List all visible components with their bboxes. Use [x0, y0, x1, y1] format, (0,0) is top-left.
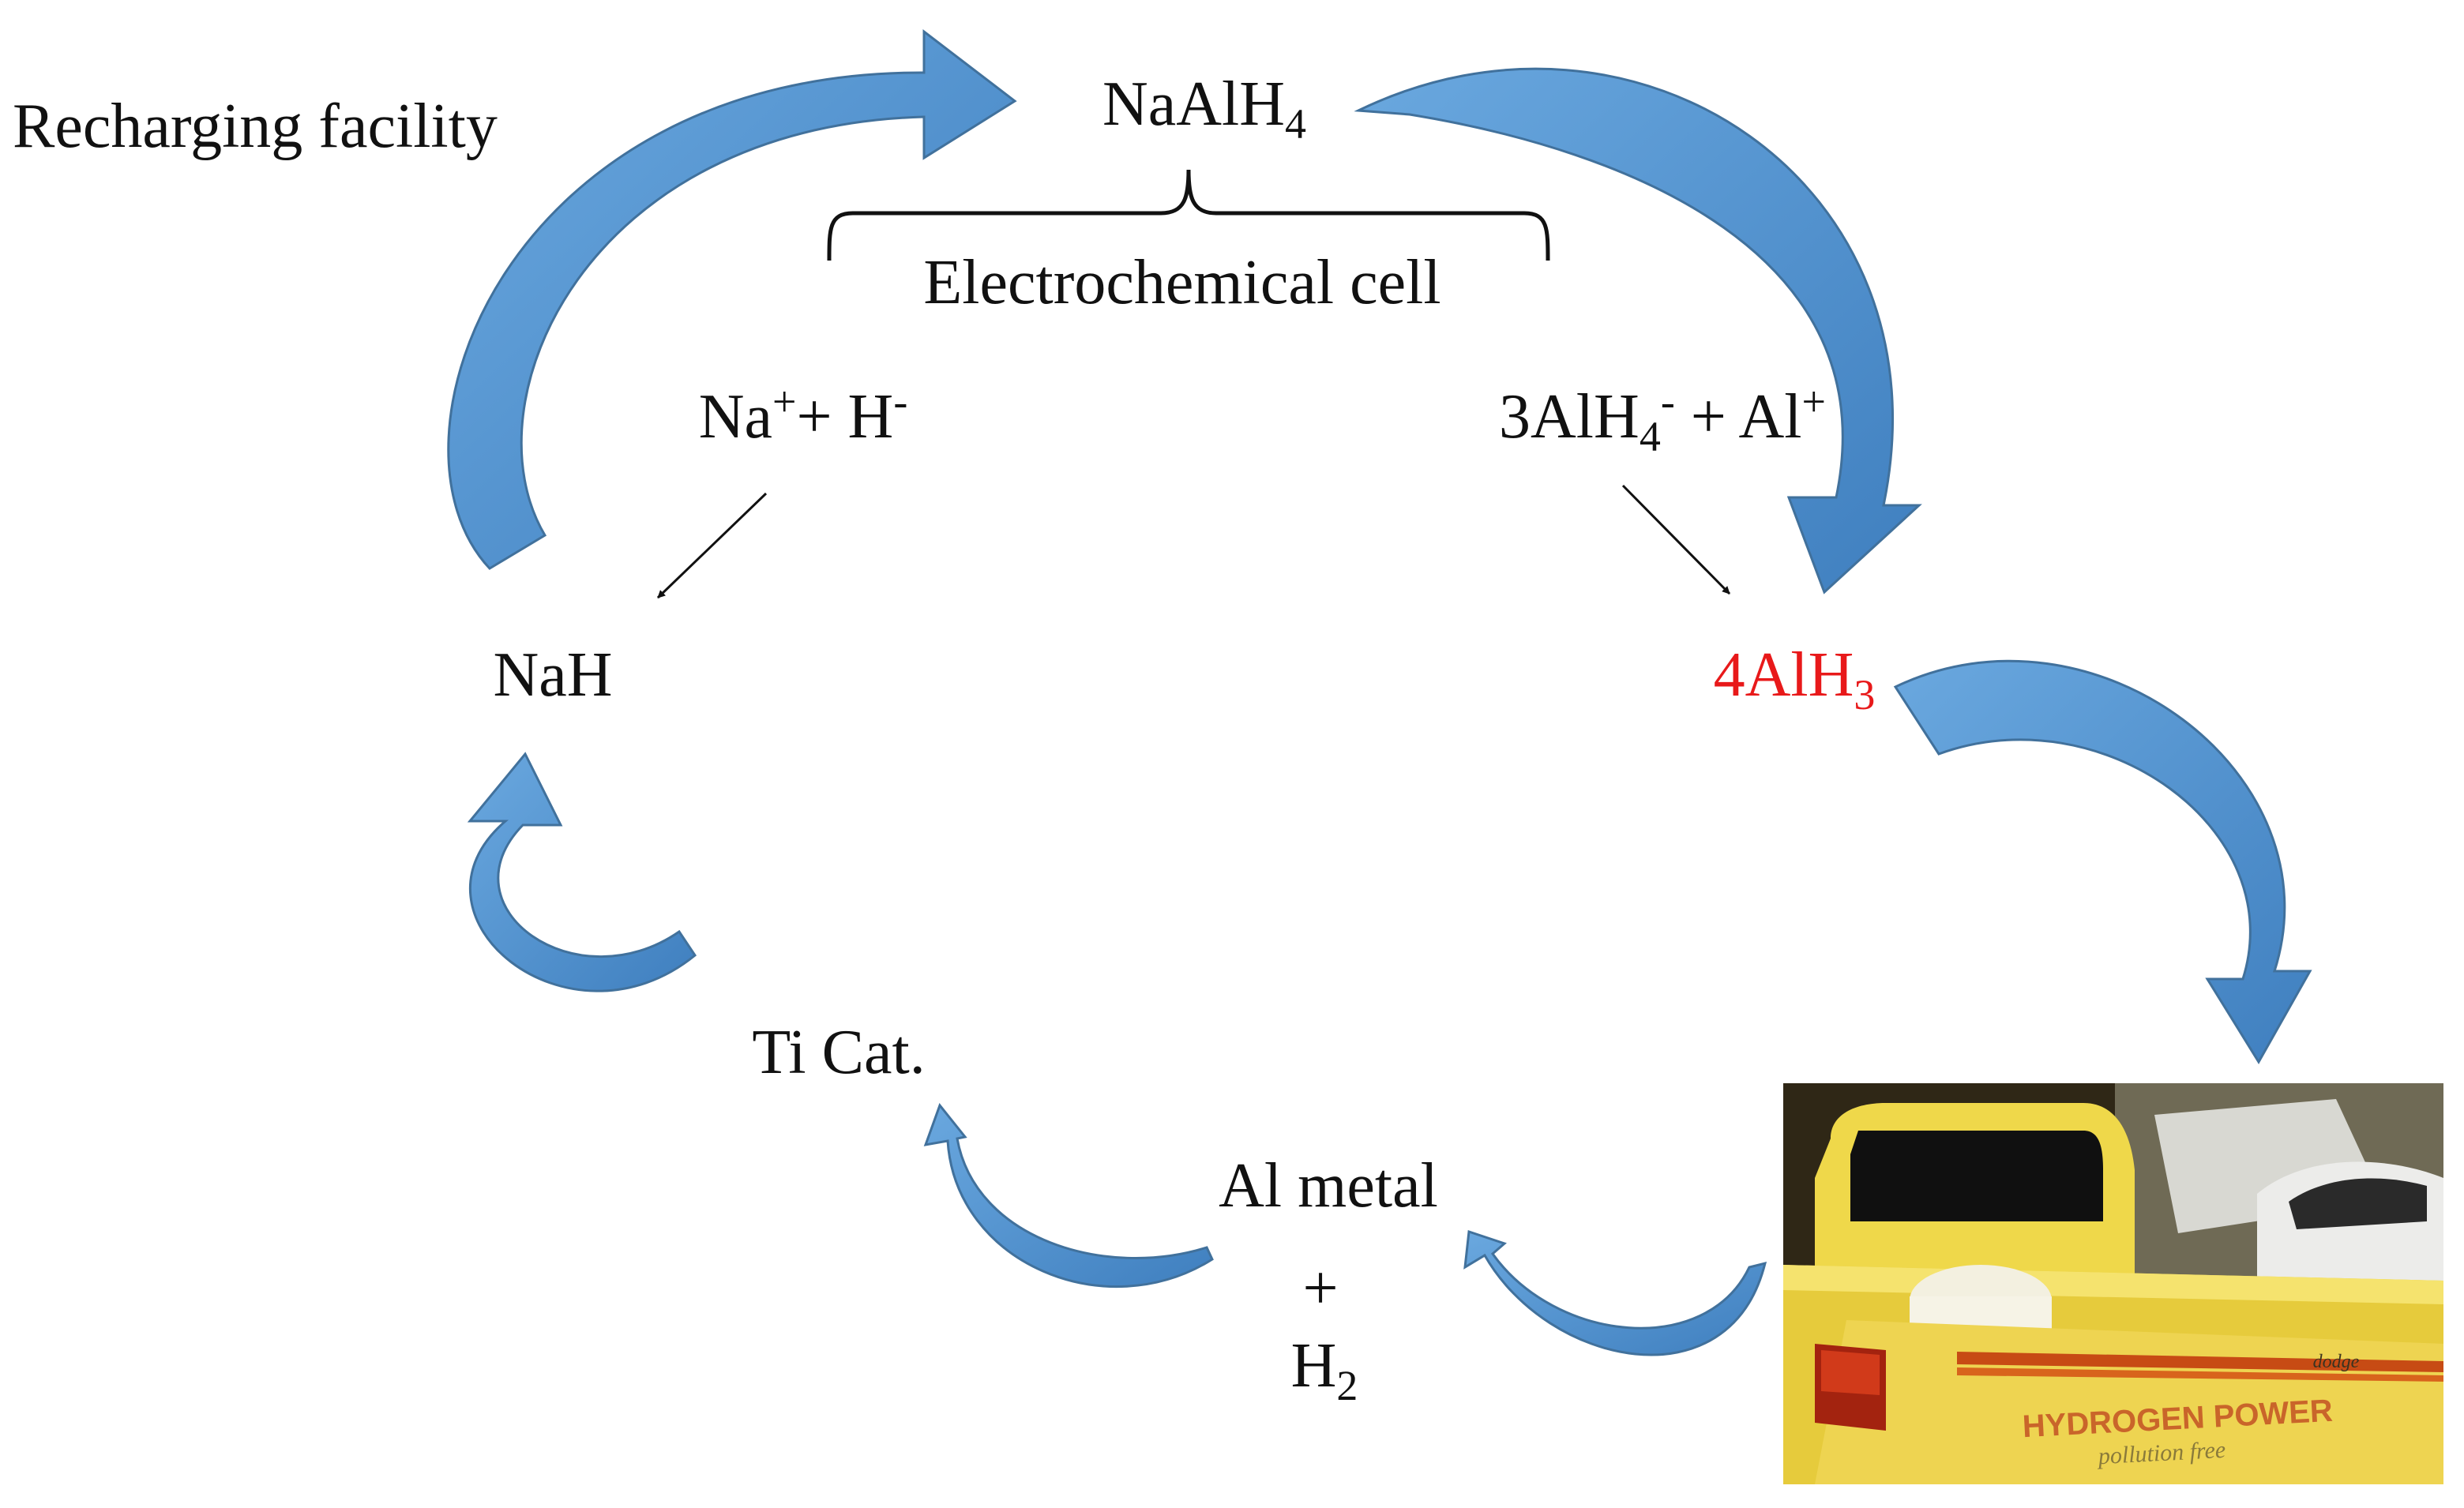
curved-arrow-almetal-to-ticat: [923, 1102, 1214, 1288]
curved-arrow-naalh4-to-alh3: [1354, 67, 1922, 595]
curved-arrow-alh3-to-photo: [1893, 659, 2312, 1064]
nah-label: NaH: [493, 640, 613, 710]
al-metal-label: Al metal: [1219, 1151, 1438, 1221]
reaction-arrow-to-alh3: [1621, 484, 1731, 595]
na-plus-h-minus-label: Na++ H-: [698, 377, 908, 452]
reaction-arrow-to-nah: [656, 492, 768, 599]
curly-brace: [827, 169, 1550, 261]
h2-label: H2: [1290, 1331, 1358, 1409]
naalh4-label: NaAlH4: [1102, 69, 1307, 148]
plus-label: +: [1302, 1254, 1339, 1323]
hydrogen-truck-photo: HYDROGEN POWER pollution free dodge: [1783, 1083, 2443, 1484]
ti-cat-label: Ti Cat.: [752, 1018, 926, 1087]
recharging-facility-label: Recharging facility: [13, 92, 498, 161]
curved-arrow-photo-to-almetal: [1463, 1229, 1767, 1356]
four-alh3-label: 4AlH3: [1713, 640, 1876, 718]
curved-arrow-ticat-to-nah: [467, 752, 697, 992]
electrochemical-cell-label: Electrochemical cell: [923, 248, 1441, 317]
curved-arrow-nah-to-naalh4: [447, 28, 1017, 570]
three-alh4-al-label: 3AlH4- + Al+: [1499, 377, 1826, 460]
svg-text:dodge: dodge: [2313, 1352, 2360, 1372]
